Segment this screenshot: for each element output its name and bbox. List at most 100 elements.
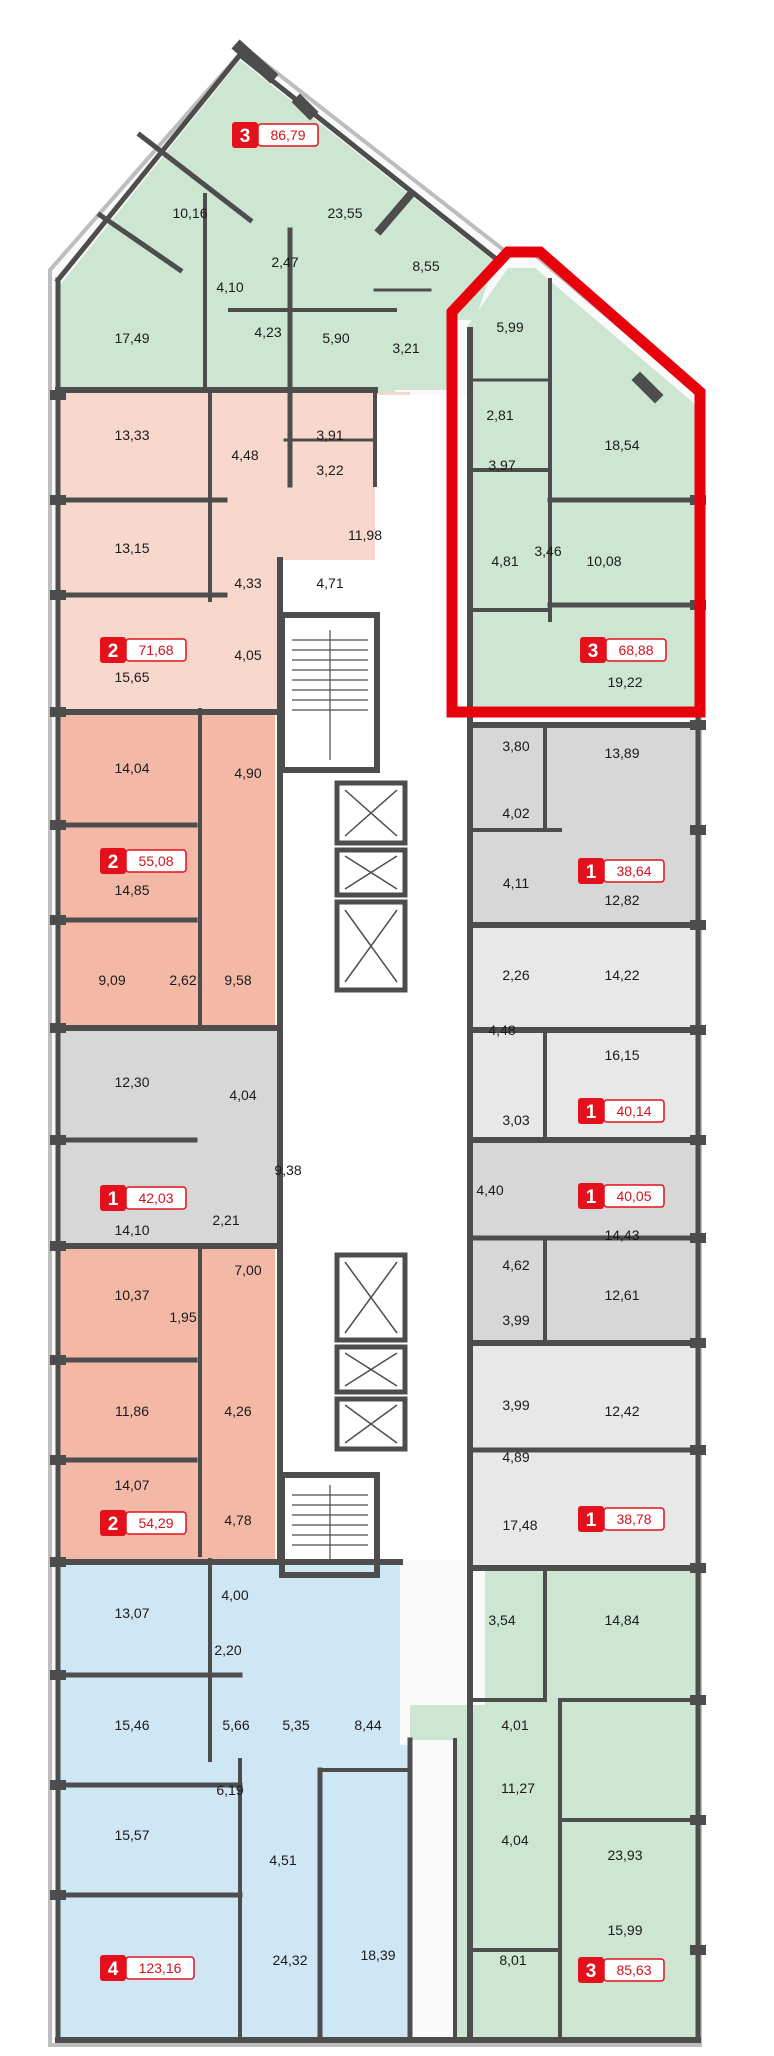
room-area-label: 17,48 [502, 1517, 537, 1533]
room-area-label: 3,97 [488, 457, 515, 473]
room-area-label: 11,27 [501, 1780, 535, 1796]
room-area-label: 4,62 [502, 1257, 529, 1273]
room-area-label: 15,57 [114, 1827, 149, 1843]
room-area-label: 3,21 [392, 340, 419, 356]
apartment-rooms: 1 [586, 1187, 597, 1208]
room-area-label: 4,23 [254, 324, 281, 340]
apartment-badge[interactable]: 3 68,88 [580, 637, 667, 663]
apartment-badge[interactable]: 3 85,63 [578, 1957, 665, 1983]
apartment-badge[interactable]: 2 71,68 [100, 637, 187, 663]
room-area-label: 4,33 [234, 575, 261, 591]
apartment-area: 68,88 [618, 642, 653, 658]
room-area-label: 16,15 [604, 1047, 639, 1063]
apartment-badge[interactable]: 3 86,79 [232, 122, 319, 148]
apartment-badge[interactable]: 1 38,64 [578, 858, 665, 884]
room-area-label: 15,65 [114, 669, 149, 685]
apartment-badge[interactable]: 4 123,16 [100, 1955, 195, 1981]
room-area-label: 5,99 [496, 319, 523, 335]
apartment-badge[interactable]: 1 40,14 [578, 1098, 665, 1124]
room-area-label: 12,82 [604, 892, 639, 908]
room-area-label: 13,89 [604, 745, 639, 761]
room-area-label: 12,61 [604, 1287, 639, 1303]
apartment-badge[interactable]: 2 55,08 [100, 848, 187, 874]
room-area-label: 2,47 [271, 254, 298, 270]
room-area-label: 3,99 [502, 1312, 529, 1328]
room-area-label: 2,20 [214, 1642, 241, 1658]
room-labels: 10,16 23,55 2,47 8,55 4,10 5,99 17,49 4,… [98, 205, 642, 1968]
room-area-label: 11,98 [348, 527, 382, 543]
room-area-label: 18,39 [360, 1947, 395, 1963]
room-area-label: 9,58 [224, 972, 251, 988]
room-area-label: 4,40 [476, 1182, 503, 1198]
apartment-rooms: 1 [586, 1510, 597, 1531]
apartment-badge[interactable]: 1 40,05 [578, 1183, 665, 1209]
apartment-badge[interactable]: 1 38,78 [578, 1506, 665, 1532]
apartment-rooms: 1 [108, 1189, 119, 1210]
room-area-label: 4,89 [502, 1449, 529, 1465]
apartment-rooms: 2 [108, 641, 119, 662]
apartment-rooms: 3 [588, 641, 599, 662]
apartment-fill-top-north[interactable] [60, 60, 495, 485]
room-area-label: 24,32 [272, 1952, 307, 1968]
room-area-label: 2,26 [502, 967, 529, 983]
room-area-label: 14,10 [114, 1222, 149, 1238]
room-area-label: 14,07 [114, 1477, 149, 1493]
room-area-label: 3,22 [316, 462, 343, 478]
room-area-label: 3,03 [502, 1112, 529, 1128]
room-area-label: 4,48 [231, 447, 258, 463]
apartment-fill-bottom-right[interactable] [410, 1570, 696, 2040]
room-area-label: 14,84 [604, 1612, 639, 1628]
room-area-label: 3,46 [534, 543, 561, 559]
room-area-label: 10,16 [172, 205, 207, 221]
room-area-label: 9,38 [274, 1162, 301, 1178]
selected-apartment-outline[interactable] [446, 246, 706, 718]
room-area-label: 15,99 [607, 1922, 642, 1938]
room-area-label: 18,54 [604, 437, 639, 453]
room-area-label: 19,22 [607, 674, 642, 690]
room-area-label: 4,04 [229, 1087, 256, 1103]
apartment-area: 38,64 [616, 863, 651, 879]
apartment-rooms: 2 [108, 852, 119, 873]
room-area-label: 4,90 [234, 765, 261, 781]
walls [54, 39, 701, 2043]
room-area-label: 4,10 [216, 279, 243, 295]
apartment-badge[interactable]: 1 42,03 [100, 1185, 187, 1211]
room-area-label: 5,90 [322, 330, 349, 346]
room-area-label: 1,95 [169, 1309, 196, 1325]
apartment-area: 40,14 [616, 1103, 651, 1119]
room-area-label: 10,37 [114, 1287, 149, 1303]
room-area-label: 14,22 [604, 967, 639, 983]
room-area-label: 3,80 [502, 738, 529, 754]
apartment-fill-right-1[interactable] [472, 725, 696, 925]
room-area-label: 4,04 [501, 1832, 528, 1848]
room-area-label: 14,04 [114, 760, 149, 776]
apartment-area: 40,05 [616, 1188, 651, 1204]
room-area-label: 9,09 [98, 972, 125, 988]
room-area-label: 2,62 [169, 972, 196, 988]
room-area-label: 4,71 [316, 575, 343, 591]
apartment-area: 42,03 [138, 1190, 173, 1206]
apartment-rooms: 1 [586, 1102, 597, 1123]
room-area-label: 4,78 [224, 1512, 251, 1528]
room-area-label: 5,66 [222, 1717, 249, 1733]
room-area-label: 6,19 [216, 1782, 243, 1798]
room-area-label: 4,01 [501, 1717, 528, 1733]
apartment-rooms: 2 [108, 1514, 119, 1535]
room-area-label: 12,30 [114, 1074, 149, 1090]
apartment-badges: 3 86,79 3 68,88 2 71,68 2 55,08 1 38,64 [100, 122, 667, 1983]
elevator-crosses [344, 789, 398, 1444]
apartment-area: 85,63 [616, 1962, 651, 1978]
apartment-badge[interactable]: 2 54,29 [100, 1510, 187, 1536]
apartment-area: 123,16 [139, 1960, 182, 1976]
room-area-label: 11,86 [115, 1403, 149, 1419]
room-area-label: 3,99 [502, 1397, 529, 1413]
room-area-label: 8,55 [412, 258, 439, 274]
apartment-rooms: 3 [240, 126, 251, 147]
apartment-rooms: 1 [586, 862, 597, 883]
apartment-area: 71,68 [138, 642, 173, 658]
apartment-fill-left-4[interactable] [60, 1248, 275, 1560]
room-area-label: 14,43 [604, 1227, 639, 1243]
room-area-label: 4,48 [488, 1022, 515, 1038]
room-area-label: 4,26 [224, 1403, 251, 1419]
